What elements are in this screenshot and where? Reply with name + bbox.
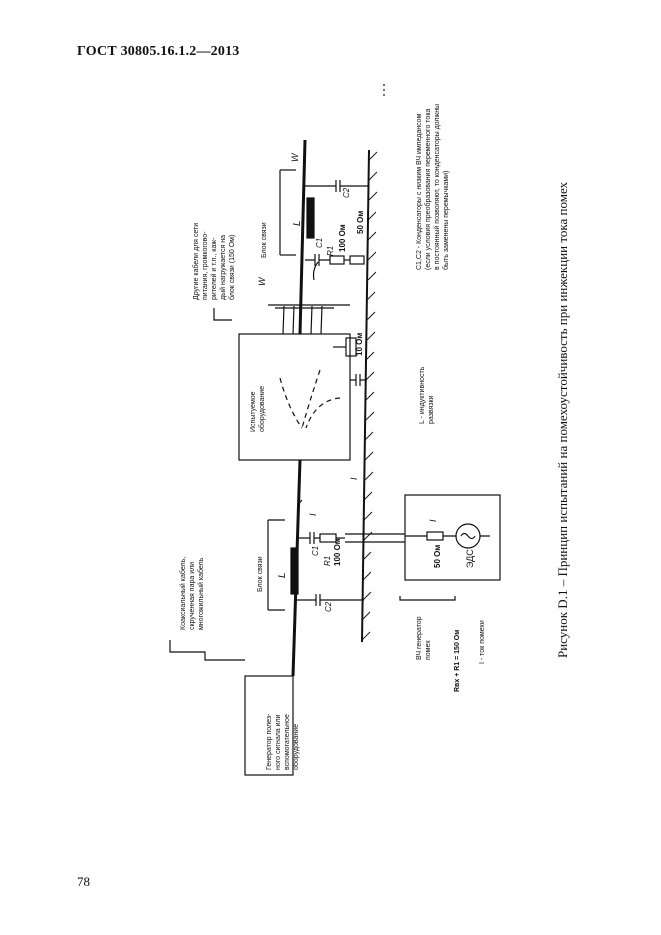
eut-box (238, 333, 351, 461)
c2-left-label: C2 (324, 601, 333, 612)
ground-hatching (361, 151, 378, 641)
emf-label: ЭДС (465, 549, 475, 568)
cable-note-left: Коаксиальный кабель, скрученная пара или… (179, 555, 205, 630)
inductor-right-label: L (292, 220, 303, 226)
c1-right-label: C1 (315, 238, 324, 248)
eut-label: Испытуемое оборудование (250, 386, 266, 432)
coupling-unit-right-label: Блок связи (261, 222, 268, 258)
legend-input-resistance: Rвх + R1 = 150 Ом (454, 630, 461, 692)
upper-cable (298, 139, 307, 335)
emf-box (404, 494, 501, 581)
legend-inductance: L - индуктивность развязки (419, 365, 435, 424)
eut-connectors (282, 305, 323, 335)
w-label-top: W (290, 152, 300, 162)
r1-right-label: R1 (326, 246, 335, 256)
cable-note-right-bracket (213, 307, 334, 321)
w-label-bottom: W (257, 276, 267, 286)
generator-label: Генератор полез- ного сигнала или вспомо… (266, 712, 300, 770)
coupling-unit-left-label: Блок связи (257, 556, 264, 592)
inductor-left (290, 547, 299, 595)
page-number: 78 (77, 874, 90, 889)
generator-box (244, 675, 294, 776)
current-label-cable: I (308, 513, 318, 516)
r50-right-label: 50 Ом (356, 211, 365, 234)
r1-left-label: R1 (323, 556, 332, 566)
cable-note-left-bracket (169, 640, 245, 661)
c2-right-label: C2 (342, 187, 351, 198)
legend-rf-generator: ВЧ генератор помех (416, 614, 432, 660)
inductor-left-label: L (277, 572, 288, 578)
current-label-ground: I (349, 477, 359, 480)
page-header: ГОСТ 30805.16.1.2—2013 (77, 44, 240, 59)
cable-note-right: Другие кабели для сети питания, громкого… (192, 221, 236, 300)
inductor-right (306, 197, 315, 239)
c1-left-label: C1 (311, 546, 320, 556)
r50-emf-label: 50 Ом (433, 545, 442, 568)
r1-right-value: 100 Ом (338, 224, 347, 252)
r1-left-value: 100 Ом (333, 538, 342, 566)
legend-current: I - ток помехи (479, 620, 486, 664)
legend-capacitors: C1,C2 - Конденсаторы с низким ВЧ импедан… (416, 102, 450, 270)
r10-label: 10 Ом (355, 333, 364, 356)
current-label-emf: I (428, 519, 438, 522)
